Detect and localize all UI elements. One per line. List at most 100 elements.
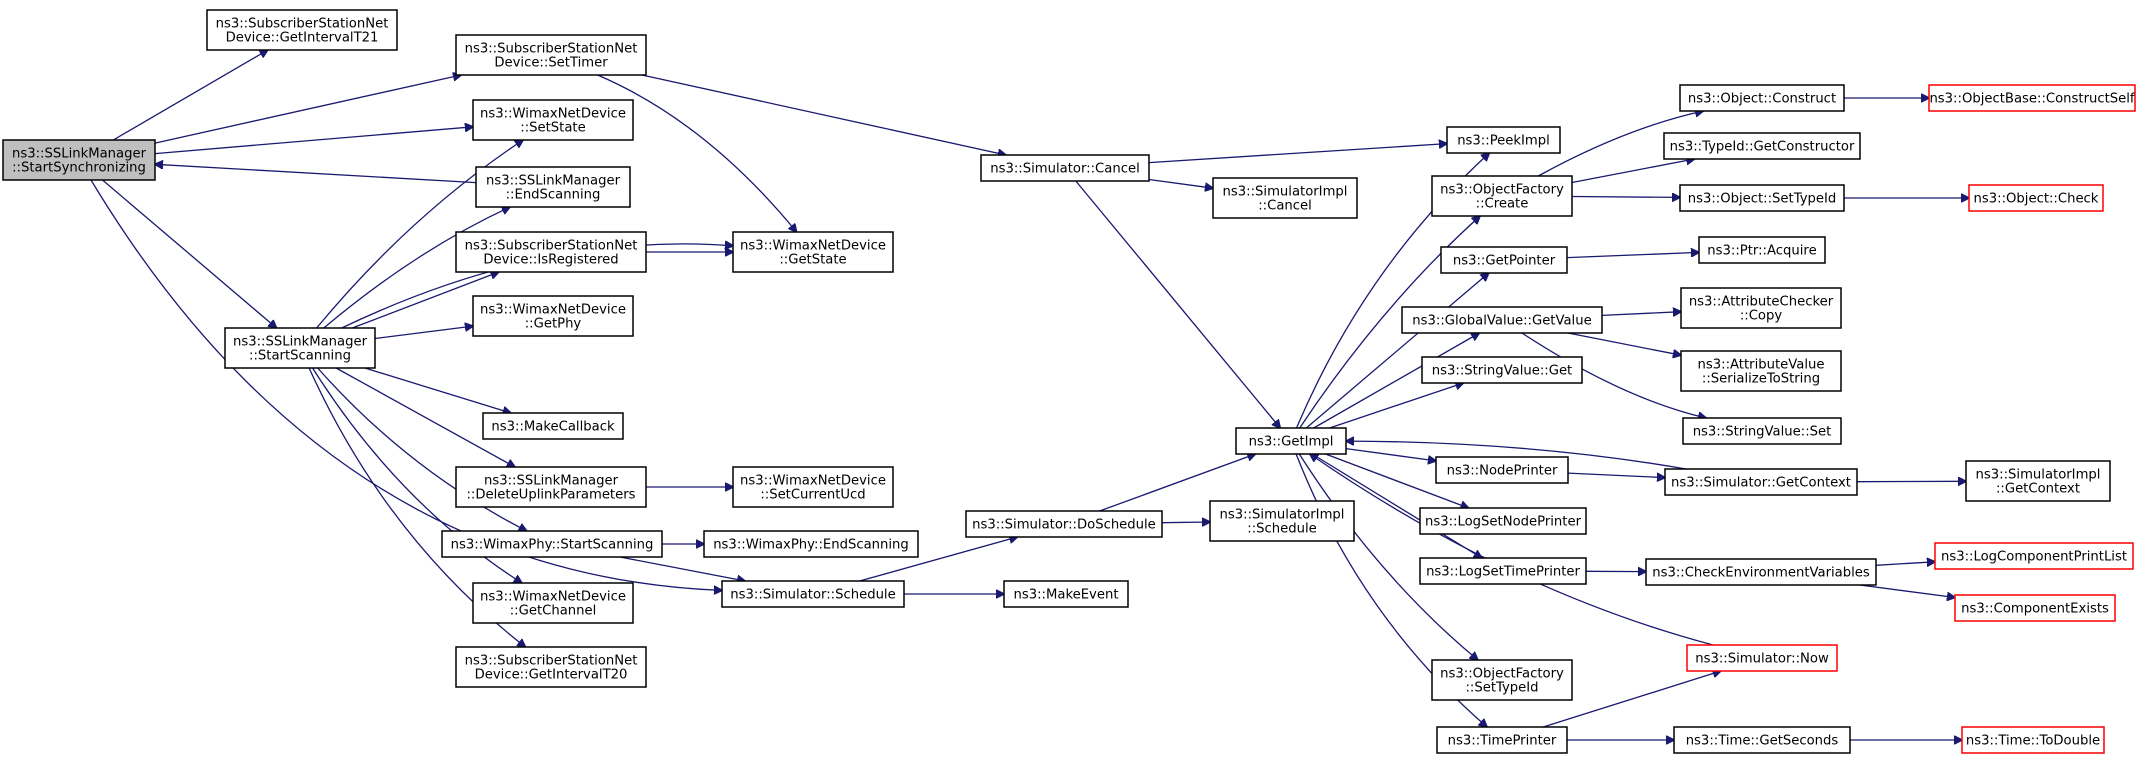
node-isRegistered[interactable]: ns3::SubscriberStationNetDevice::IsRegis…: [455, 231, 647, 273]
node-ofSetTypeId[interactable]: ns3::ObjectFactory::SetTypeId: [1431, 659, 1573, 701]
node-label: ns3::Simulator::Cancel: [990, 162, 1139, 177]
node-getImpl[interactable]: ns3::GetImpl: [1235, 427, 1347, 455]
node-implCancel[interactable]: ns3::SimulatorImpl::Cancel: [1212, 177, 1358, 219]
node-label: Device::IsRegistered: [483, 253, 618, 268]
call-edge: [1521, 332, 1706, 418]
node-svSet[interactable]: ns3::StringValue::Set: [1682, 417, 1842, 445]
node-box: [1961, 726, 2105, 754]
call-edge: [1543, 671, 1721, 728]
node-box: [1003, 580, 1129, 608]
node-getIntervalT20[interactable]: ns3::SubscriberStationNetDevice::GetInte…: [455, 646, 647, 688]
node-box: [2, 139, 156, 181]
call-edge: [1859, 584, 1955, 598]
node-box: [1212, 177, 1358, 219]
node-label: ns3::WimaxNetDevice: [480, 590, 626, 605]
node-label: ns3::ObjectBase::ConstructSelf: [1929, 92, 2134, 107]
edge-doSchedule-to-getImpl: [1099, 454, 1256, 512]
node-timeGetSeconds[interactable]: ns3::Time::GetSeconds: [1673, 726, 1851, 754]
node-box: [1431, 659, 1573, 701]
edge-getImpl-to-gvGetValue: [1313, 333, 1480, 429]
node-box: [965, 510, 1163, 538]
node-getIntervalT21[interactable]: ns3::SubscriberStationNetDevice::GetInte…: [206, 9, 398, 51]
node-checkEnv[interactable]: ns3::CheckEnvironmentVariables: [1645, 558, 1877, 586]
call-edge: [317, 367, 527, 531]
call-edge: [1298, 453, 1478, 660]
call-edge: [1325, 453, 1469, 508]
node-attrCheckerCopy[interactable]: ns3::AttributeChecker::Copy: [1680, 287, 1842, 329]
node-simGetContext[interactable]: ns3::Simulator::GetContext: [1664, 468, 1858, 496]
node-label: ns3::MakeEvent: [1013, 588, 1118, 603]
call-edge: [374, 326, 473, 340]
call-edge: [1566, 252, 1699, 259]
node-label: ns3::Simulator::Now: [1695, 652, 1829, 667]
call-edge: [1571, 159, 1694, 184]
node-box: [455, 466, 647, 508]
node-setTimer[interactable]: ns3::SubscriberStationNetDevice::SetTime…: [455, 34, 647, 76]
node-ptrAcquire[interactable]: ns3::Ptr::Acquire: [1698, 236, 1826, 264]
node-getPhy[interactable]: ns3::WimaxNetDevice::GetPhy: [472, 295, 634, 337]
node-timeToDouble[interactable]: ns3::Time::ToDouble: [1961, 726, 2105, 754]
node-label: ns3::SubscriberStationNet: [465, 654, 638, 669]
node-implSchedule[interactable]: ns3::SimulatorImpl::Schedule: [1209, 500, 1355, 542]
call-edge: [1299, 216, 1480, 429]
node-doSchedule[interactable]: ns3::Simulator::DoSchedule: [965, 510, 1163, 538]
call-edge: [1099, 454, 1256, 512]
node-svGet[interactable]: ns3::StringValue::Get: [1421, 356, 1583, 384]
node-setCurrentUcd[interactable]: ns3::WimaxNetDevice::SetCurrentUcd: [732, 466, 894, 508]
node-box: [1235, 427, 1347, 455]
edge-gvGetValue-to-svSet: [1521, 332, 1706, 418]
node-logComponentPrintList[interactable]: ns3::LogComponentPrintList: [1934, 542, 2134, 570]
node-setState[interactable]: ns3::WimaxNetDevice::SetState: [472, 99, 634, 141]
node-timePrinter[interactable]: ns3::TimePrinter: [1436, 726, 1568, 754]
node-simSchedule[interactable]: ns3::Simulator::Schedule: [721, 580, 905, 608]
edge-getImpl-to-nodePrinter: [1345, 447, 1436, 461]
node-makeCallback[interactable]: ns3::MakeCallback: [482, 412, 624, 440]
node-typeIdGetConstructor[interactable]: ns3::TypeId::GetConstructor: [1663, 132, 1861, 160]
call-edge: [1601, 312, 1681, 316]
node-startScanning[interactable]: ns3::SSLinkManager::StartScanning: [224, 327, 376, 369]
node-box: [1663, 132, 1861, 160]
node-objCheck[interactable]: ns3::Object::Check: [1968, 184, 2104, 212]
node-objConstruct[interactable]: ns3::Object::Construct: [1679, 84, 1845, 112]
call-edge: [112, 50, 267, 141]
node-label: ns3::WimaxNetDevice: [740, 474, 886, 489]
edge-gvGetValue-to-attrCheckerCopy: [1601, 312, 1681, 316]
node-label: ns3::TypeId::GetConstructor: [1670, 140, 1855, 155]
node-deleteUplink[interactable]: ns3::SSLinkManager::DeleteUplinkParamete…: [455, 466, 647, 508]
call-edge: [1329, 383, 1464, 429]
node-getPointer[interactable]: ns3::GetPointer: [1440, 246, 1568, 274]
node-box: [475, 166, 631, 208]
call-edge: [1148, 144, 1447, 164]
node-attrValueSerialize[interactable]: ns3::AttributeValue::SerializeToString: [1680, 350, 1842, 392]
node-makeEvent[interactable]: ns3::MakeEvent: [1003, 580, 1129, 608]
node-root[interactable]: ns3::SSLinkManager::StartSynchronizing: [2, 139, 156, 181]
node-simNow[interactable]: ns3::Simulator::Now: [1686, 644, 1838, 672]
node-ofCreate[interactable]: ns3::ObjectFactory::Create: [1431, 175, 1573, 217]
node-nodePrinter[interactable]: ns3::NodePrinter: [1435, 456, 1569, 484]
edge-ofCreate-to-typeIdGetConstructor: [1571, 159, 1694, 184]
node-label: ::StartScanning: [249, 349, 351, 364]
node-phyStartScanning[interactable]: ns3::WimaxPhy::StartScanning: [441, 530, 663, 558]
node-endScanning[interactable]: ns3::SSLinkManager::EndScanning: [475, 166, 631, 208]
node-label: Device::GetIntervalT21: [226, 31, 379, 46]
node-peekImpl[interactable]: ns3::PeekImpl: [1446, 126, 1561, 154]
edge-getImpl-to-ofCreate: [1299, 216, 1480, 429]
edge-getImpl-to-ofSetTypeId: [1298, 453, 1478, 660]
node-box: [732, 466, 894, 508]
edge-getImpl-to-logSetNodePrinter: [1325, 453, 1469, 508]
node-objBaseConstructSelf[interactable]: ns3::ObjectBase::ConstructSelf: [1928, 84, 2136, 112]
call-edge: [1537, 111, 1703, 177]
call-edge: [1148, 178, 1213, 189]
edge-doSchedule-to-implSchedule: [1161, 522, 1210, 523]
node-componentExists[interactable]: ns3::ComponentExists: [1954, 594, 2116, 622]
node-getState[interactable]: ns3::WimaxNetDevice::GetState: [732, 231, 894, 273]
node-implGetContext[interactable]: ns3::SimulatorImpl::GetContext: [1965, 460, 2111, 502]
node-logSetNodePrinter[interactable]: ns3::LogSetNodePrinter: [1419, 507, 1587, 535]
node-getChannel[interactable]: ns3::WimaxNetDevice::GetChannel: [472, 582, 634, 624]
node-simCancel[interactable]: ns3::Simulator::Cancel: [980, 154, 1150, 182]
node-gvGetValue[interactable]: ns3::GlobalValue::GetValue: [1401, 306, 1603, 334]
node-objSetTypeId[interactable]: ns3::Object::SetTypeId: [1679, 184, 1845, 212]
node-phyEndScanning[interactable]: ns3::WimaxPhy::EndScanning: [703, 530, 919, 558]
node-logSetTimePrinter[interactable]: ns3::LogSetTimePrinter: [1419, 557, 1587, 585]
